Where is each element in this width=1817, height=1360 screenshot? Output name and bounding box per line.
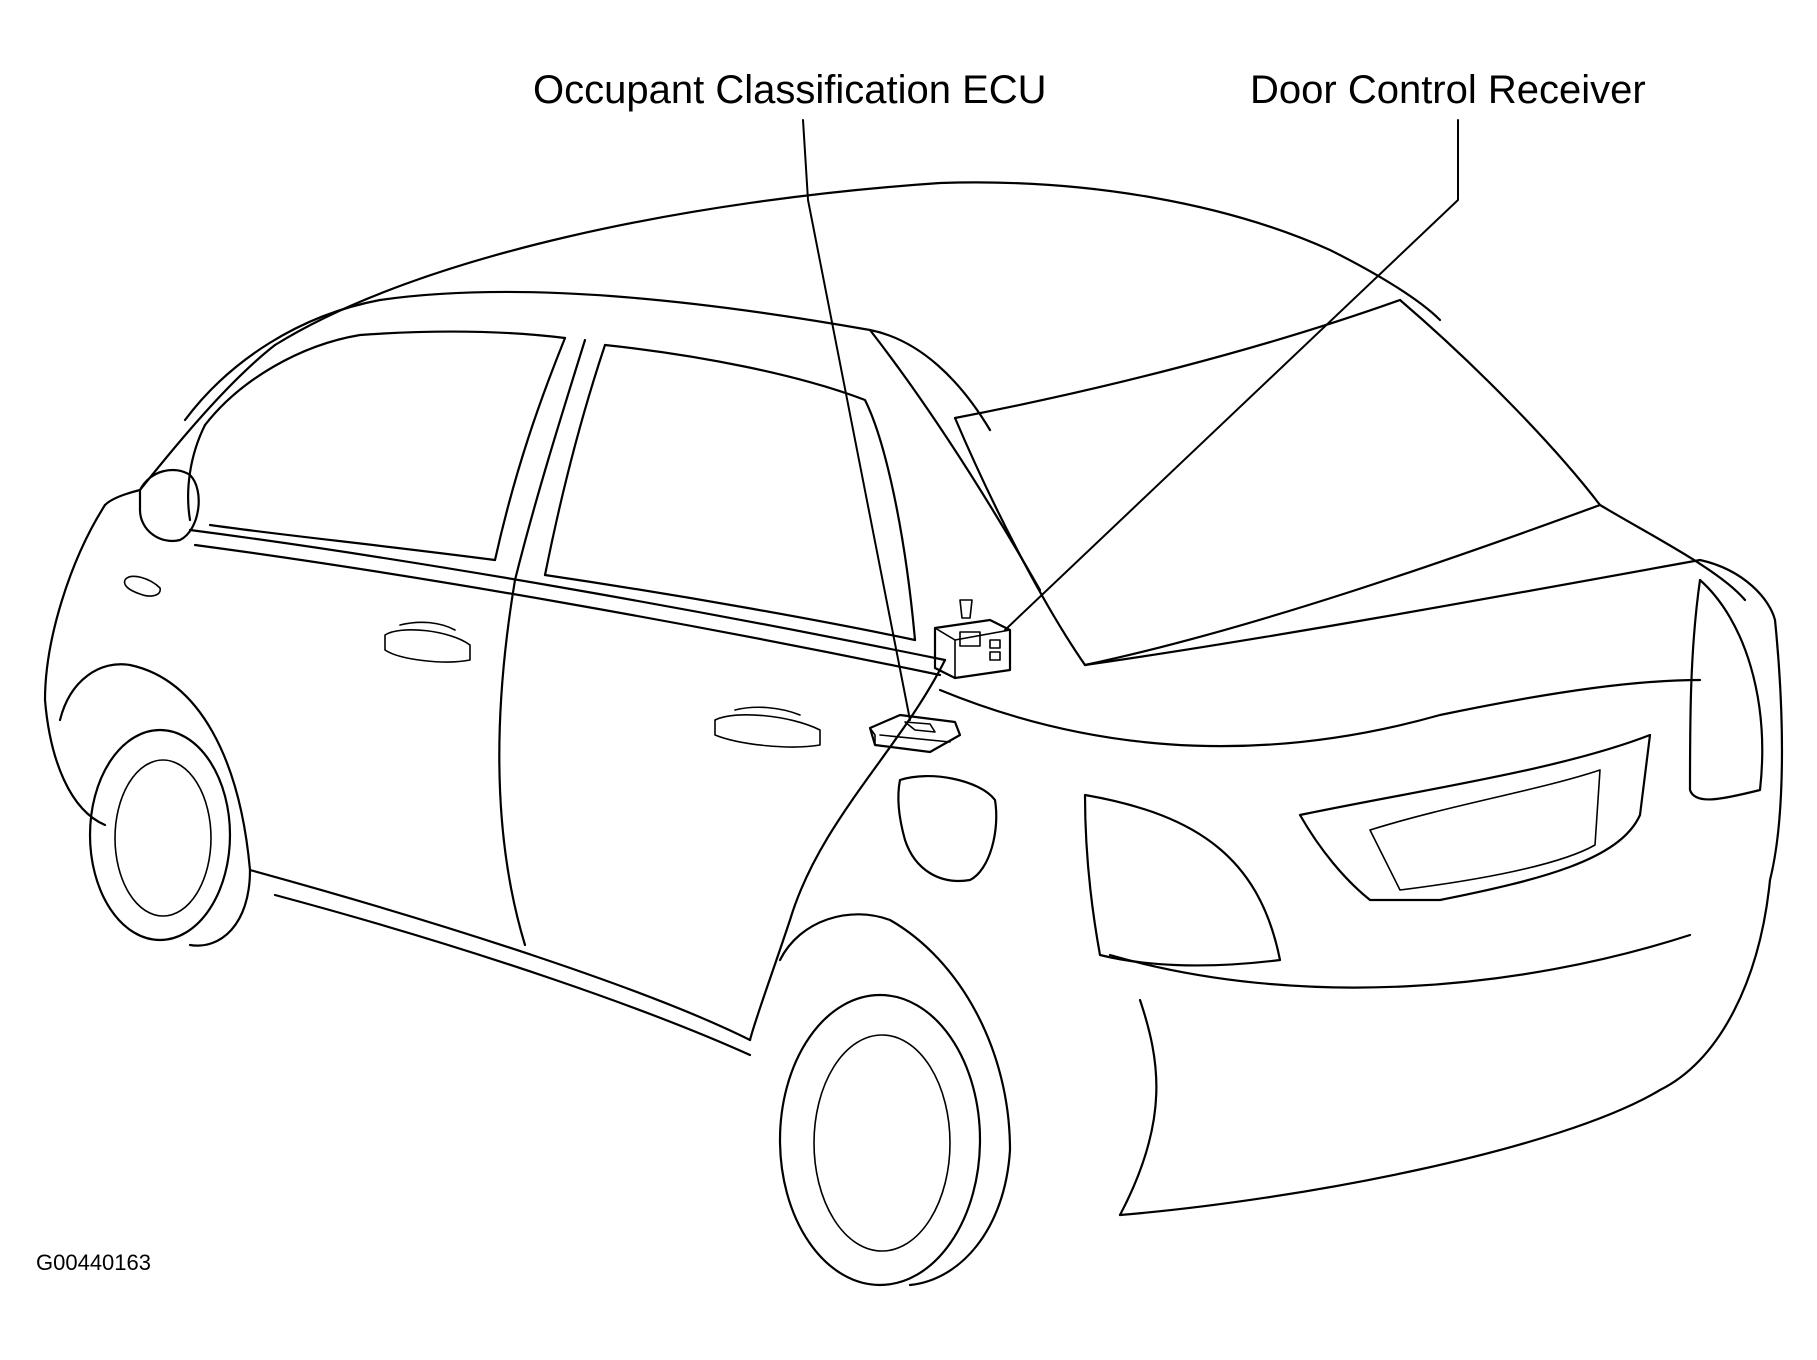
occupant-classification-ecu-component — [868, 713, 962, 754]
occupant-ecu-leader — [802, 119, 911, 721]
figure-id: G00440163 — [36, 1250, 151, 1275]
rear-wheel — [778, 913, 1012, 1287]
door-receiver-leader — [1004, 119, 1459, 631]
car-front-side — [43, 330, 998, 1057]
leader-lines — [802, 119, 1459, 721]
car-body-outline — [183, 181, 1784, 1217]
door-control-receiver-label: Door Control Receiver — [1250, 68, 1646, 112]
front-wheel — [58, 663, 252, 947]
occupant-classification-ecu-label: Occupant Classification ECU — [533, 68, 1047, 112]
door-control-receiver-component — [933, 599, 1012, 680]
